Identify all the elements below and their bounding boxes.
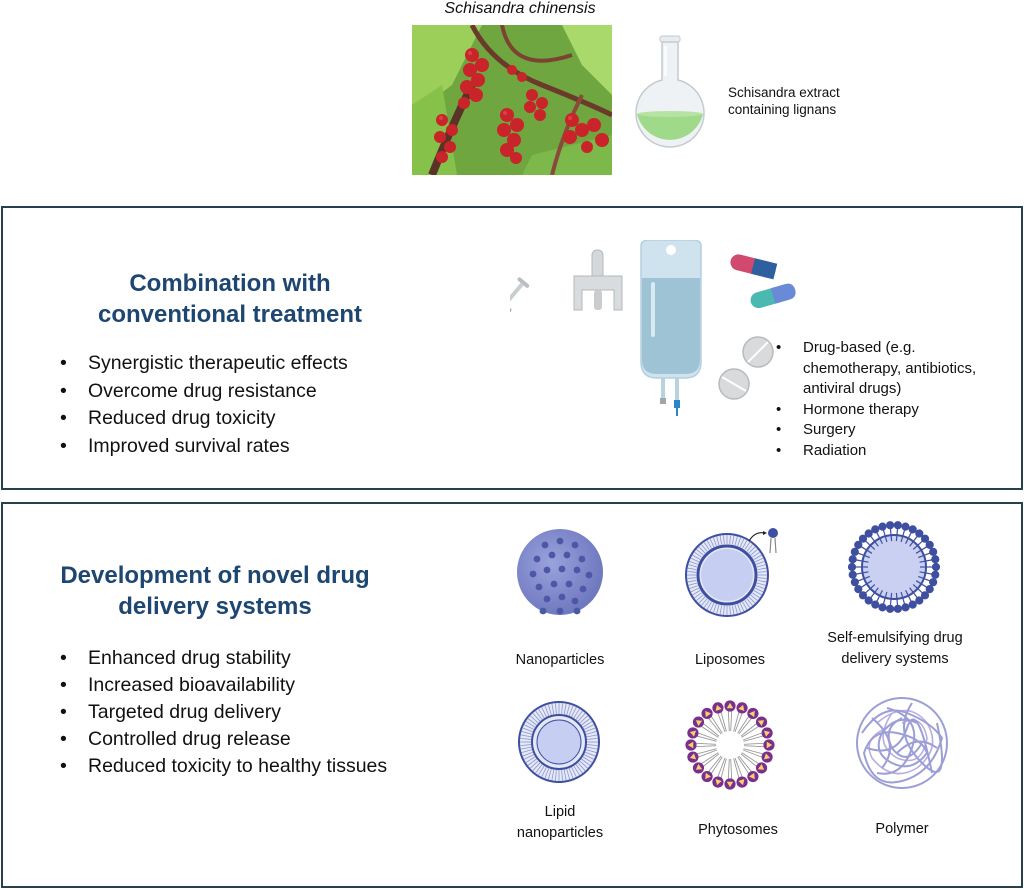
delivery-benefits-list: Enhanced drug stability Increased bioava…	[60, 645, 387, 780]
benefit-item: Reduced toxicity to healthy tissues	[60, 753, 387, 780]
nanoparticle-icon	[515, 527, 605, 622]
sedds-icon	[847, 520, 942, 620]
polymer-icon	[852, 693, 952, 798]
benefit-item: Improved survival rates	[60, 433, 348, 461]
capsule-icon	[728, 254, 800, 319]
iv-bag-icon	[635, 239, 707, 425]
extract-label: Schisandra extract containing lignans	[728, 84, 840, 118]
benefit-item: Increased bioavailability	[60, 672, 387, 699]
liposome-icon	[685, 525, 785, 625]
system-label-sedds: Self-emulsifying drug delivery systems	[827, 630, 963, 667]
treatment-item: Radiation	[776, 441, 976, 462]
delivery-heading-line1: Development of novel drug	[60, 562, 370, 589]
extract-label-line1: Schisandra extract	[728, 85, 840, 100]
benefit-item: Controlled drug release	[60, 726, 387, 753]
extract-flask-icon	[630, 34, 710, 164]
benefit-item: Overcome drug resistance	[60, 378, 348, 406]
system-label-polymer: Polymer	[875, 821, 929, 837]
combination-heading-line2: conventional treatment	[97, 301, 363, 328]
combination-heading: Combination with conventional treatment	[60, 268, 400, 330]
system-label-nanoparticles: Nanoparticles	[515, 652, 605, 668]
phytosome-icon	[685, 700, 775, 795]
schisandra-berries-photo	[412, 25, 612, 175]
combination-benefits-list: Synergistic therapeutic effects Overcome…	[60, 350, 348, 460]
nasal-spray-icon	[572, 248, 624, 323]
benefit-item: Enhanced drug stability	[60, 645, 387, 672]
delivery-heading-line2: delivery systems	[118, 593, 312, 620]
treatments-list: Drug-based (e.g. chemotherapy, antibioti…	[776, 338, 976, 461]
treatment-item: Hormone therapy	[776, 400, 976, 421]
system-label-liposomes: Liposomes	[694, 652, 766, 668]
treatment-item: Surgery	[776, 420, 976, 441]
delivery-heading: Development of novel drug delivery syste…	[20, 560, 410, 622]
benefit-item: Synergistic therapeutic effects	[60, 350, 348, 378]
tablet-icon	[715, 335, 777, 406]
system-label-phytosomes: Phytosomes	[698, 822, 778, 838]
lipid-nanoparticle-icon	[517, 700, 601, 789]
extract-label-line2: containing lignans	[728, 102, 837, 117]
benefit-item: Reduced drug toxicity	[60, 405, 348, 433]
treatment-item: Drug-based (e.g. chemotherapy, antibioti…	[776, 338, 976, 400]
plant-name-caption: Schisandra chinensis	[444, 0, 596, 17]
combination-heading-line1: Combination with	[129, 270, 331, 297]
system-label-lipid-nanoparticles: Lipid nanoparticles	[516, 804, 604, 841]
benefit-item: Targeted drug delivery	[60, 699, 387, 726]
